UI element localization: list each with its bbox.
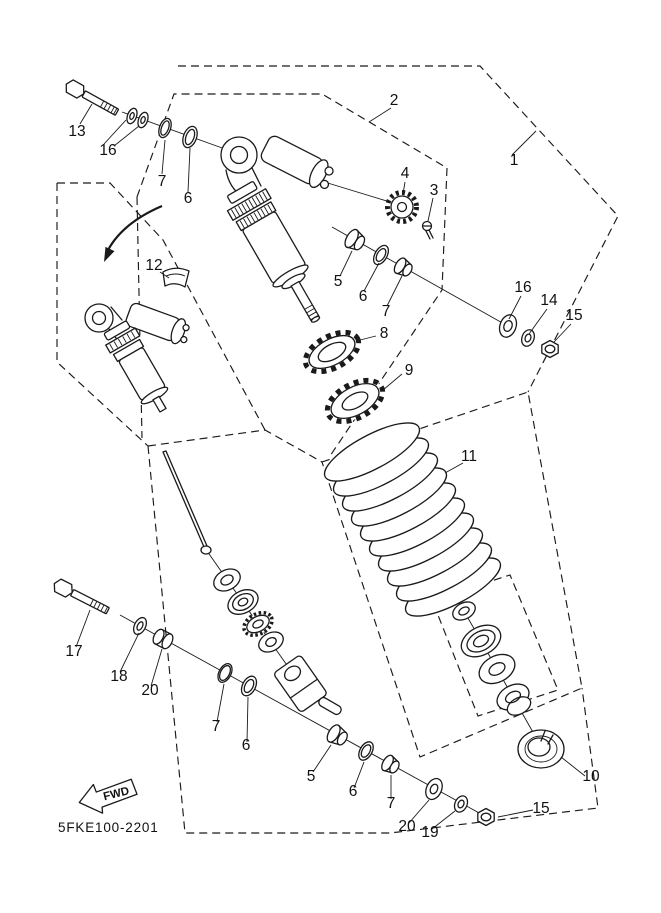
part-label-6-lowerleft: 6 xyxy=(242,737,251,754)
part-label-8: 8 xyxy=(380,325,389,342)
part-label-6-upper: 6 xyxy=(359,288,368,305)
assembly-boundary-dashed xyxy=(56,65,619,834)
upper-bushing-5-drawing xyxy=(344,228,366,251)
upper-collar-7-drawing xyxy=(393,257,413,277)
adjuster-screw-3-drawing xyxy=(421,220,434,240)
lower-washer-6-drawing xyxy=(358,741,374,761)
part-label-20-bottom: 20 xyxy=(398,818,416,835)
fwd-arrow: FWD xyxy=(78,778,138,814)
collar-20-left-drawing xyxy=(152,628,174,650)
upper-oring-7-drawing xyxy=(158,117,172,139)
spring-locknut-8-drawing xyxy=(302,329,362,375)
band-clamp-12-drawing xyxy=(162,267,190,288)
washer-18-drawing xyxy=(132,616,148,636)
upper-washer-6-drawing xyxy=(372,244,390,266)
rotation-arrow xyxy=(104,204,163,262)
drawing-code: 5FKE100-2201 xyxy=(58,820,159,835)
lower-oring-7-drawing xyxy=(217,663,233,683)
part-label-16-right: 16 xyxy=(514,279,531,296)
part-label-18: 18 xyxy=(110,668,127,685)
part-label-5-upper: 5 xyxy=(334,273,343,290)
lower-mount-bolt-17-drawing xyxy=(53,578,110,615)
compression-adjuster-4-drawing xyxy=(385,190,419,224)
part-label-6-topleft: 6 xyxy=(184,190,193,207)
part-label-9: 9 xyxy=(405,362,414,379)
nut-15-bottom-drawing xyxy=(477,807,495,827)
shock-absorber-main-drawing xyxy=(220,135,334,323)
part-label-7-upper: 7 xyxy=(382,303,391,320)
leader-lines xyxy=(75,103,586,830)
part-label-2: 2 xyxy=(390,92,399,109)
part-label-1: 1 xyxy=(510,152,519,169)
part-label-15-right: 15 xyxy=(565,307,582,324)
part-label-11: 11 xyxy=(461,448,477,465)
part-label-5-lower: 5 xyxy=(307,768,316,785)
spring-guide-10-drawing xyxy=(517,729,565,769)
part-label-7-topleft: 7 xyxy=(158,173,167,190)
nut-15-right-drawing xyxy=(541,339,559,359)
spring-seat-stack-drawing xyxy=(452,601,532,716)
part-label-15-bottom: 15 xyxy=(532,800,549,817)
part-label-20-left: 20 xyxy=(141,682,159,699)
lower-bushing-5-drawing xyxy=(326,724,348,746)
part-label-14: 14 xyxy=(540,292,558,309)
part-label-10: 10 xyxy=(582,768,600,785)
washer-16-right-drawing xyxy=(498,314,518,338)
part-label-3: 3 xyxy=(430,182,439,199)
shock-absorber-alt-view-drawing xyxy=(84,302,190,413)
part-label-7-lowerleft: 7 xyxy=(212,718,221,735)
washer-14-drawing xyxy=(521,329,535,347)
adjuster-rod-drawing xyxy=(162,450,212,555)
coil-spring-11-drawing xyxy=(323,422,502,617)
part-label-4: 4 xyxy=(401,165,410,182)
bearing-stack-drawing xyxy=(213,568,284,653)
part-label-16-top: 16 xyxy=(99,142,116,159)
upper-ring-6-drawing xyxy=(182,125,198,149)
part-label-6-lower: 6 xyxy=(349,783,358,800)
clevis-pin-drawing xyxy=(318,696,342,716)
upper-mount-washers-16-drawing xyxy=(126,107,149,129)
washer-19-drawing xyxy=(453,795,469,813)
part-label-13: 13 xyxy=(68,123,85,140)
part-label-12: 12 xyxy=(145,257,162,274)
part-label-17: 17 xyxy=(65,643,82,660)
lower-clevis-drawing xyxy=(274,655,327,712)
part-label-19: 19 xyxy=(421,824,438,841)
spring-adjustnut-9-drawing xyxy=(324,377,386,425)
part-label-7-lower: 7 xyxy=(387,795,396,812)
upper-mount-bolt-13-drawing xyxy=(65,79,119,116)
lower-collar-7-drawing xyxy=(381,754,400,774)
lower-ring-6-drawing xyxy=(240,675,258,697)
washer-20-bottom-drawing xyxy=(425,777,443,801)
